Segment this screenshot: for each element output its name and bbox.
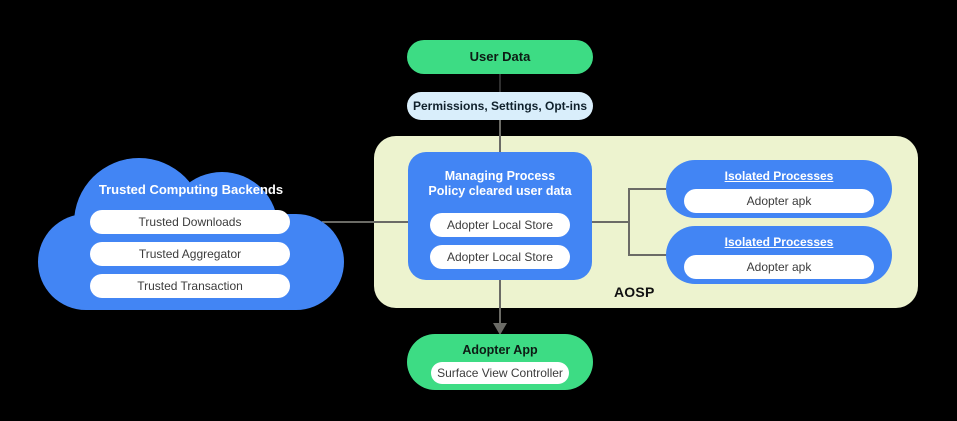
connector-branch-top xyxy=(628,188,668,190)
permissions-box[interactable]: Permissions, Settings, Opt-ins xyxy=(407,92,593,120)
list-item[interactable]: Trusted Downloads xyxy=(90,210,290,234)
connector-cloud-managing xyxy=(322,221,408,223)
managing-process-title: Managing Process Policy cleared user dat… xyxy=(408,152,592,199)
connector-branch-spine xyxy=(628,188,630,256)
user-data-label: User Data xyxy=(469,49,531,64)
isolated-process-title-1: Isolated Processes xyxy=(724,169,834,183)
adopter-app-box[interactable]: Adopter App Surface View Controller xyxy=(407,334,593,390)
list-item[interactable]: Surface View Controller xyxy=(431,362,569,384)
connector-branch-bottom xyxy=(628,254,668,256)
isolated-process-item-list-1: Adopter apk xyxy=(666,183,892,213)
adopter-app-item-list: Surface View Controller xyxy=(407,357,593,384)
list-item[interactable]: Adopter Local Store xyxy=(430,245,570,269)
permissions-label: Permissions, Settings, Opt-ins xyxy=(412,99,588,113)
list-item[interactable]: Trusted Transaction xyxy=(90,274,290,298)
connector-managing-adopterapp xyxy=(499,280,501,326)
arrowhead-down-icon xyxy=(493,323,507,335)
cloud-item-list: Trusted Downloads Trusted Aggregator Tru… xyxy=(90,210,290,306)
list-item[interactable]: Adopter apk xyxy=(684,189,874,213)
isolated-process-box-2[interactable]: Isolated Processes Adopter apk xyxy=(666,226,892,284)
trusted-computing-cloud[interactable]: Trusted Computing Backends Trusted Downl… xyxy=(38,158,344,310)
connector-userdata-permissions xyxy=(499,74,501,92)
list-item[interactable]: Trusted Aggregator xyxy=(90,242,290,266)
managing-process-item-list: Adopter Local Store Adopter Local Store xyxy=(408,199,592,269)
cloud-title: Trusted Computing Backends xyxy=(98,182,284,197)
isolated-process-item-list-2: Adopter apk xyxy=(666,249,892,279)
connector-permissions-managing xyxy=(499,120,501,152)
managing-process-title-line1: Managing Process xyxy=(444,169,556,183)
connector-managing-branch-stem xyxy=(592,221,630,223)
aosp-label: AOSP xyxy=(614,284,655,300)
managing-process-title-line2: Policy cleared user data xyxy=(428,184,572,198)
user-data-box[interactable]: User Data xyxy=(407,40,593,74)
managing-process-box[interactable]: Managing Process Policy cleared user dat… xyxy=(408,152,592,280)
list-item[interactable]: Adopter Local Store xyxy=(430,213,570,237)
list-item[interactable]: Adopter apk xyxy=(684,255,874,279)
adopter-app-title: Adopter App xyxy=(462,343,538,357)
isolated-process-title-2: Isolated Processes xyxy=(724,235,834,249)
isolated-process-box-1[interactable]: Isolated Processes Adopter apk xyxy=(666,160,892,218)
